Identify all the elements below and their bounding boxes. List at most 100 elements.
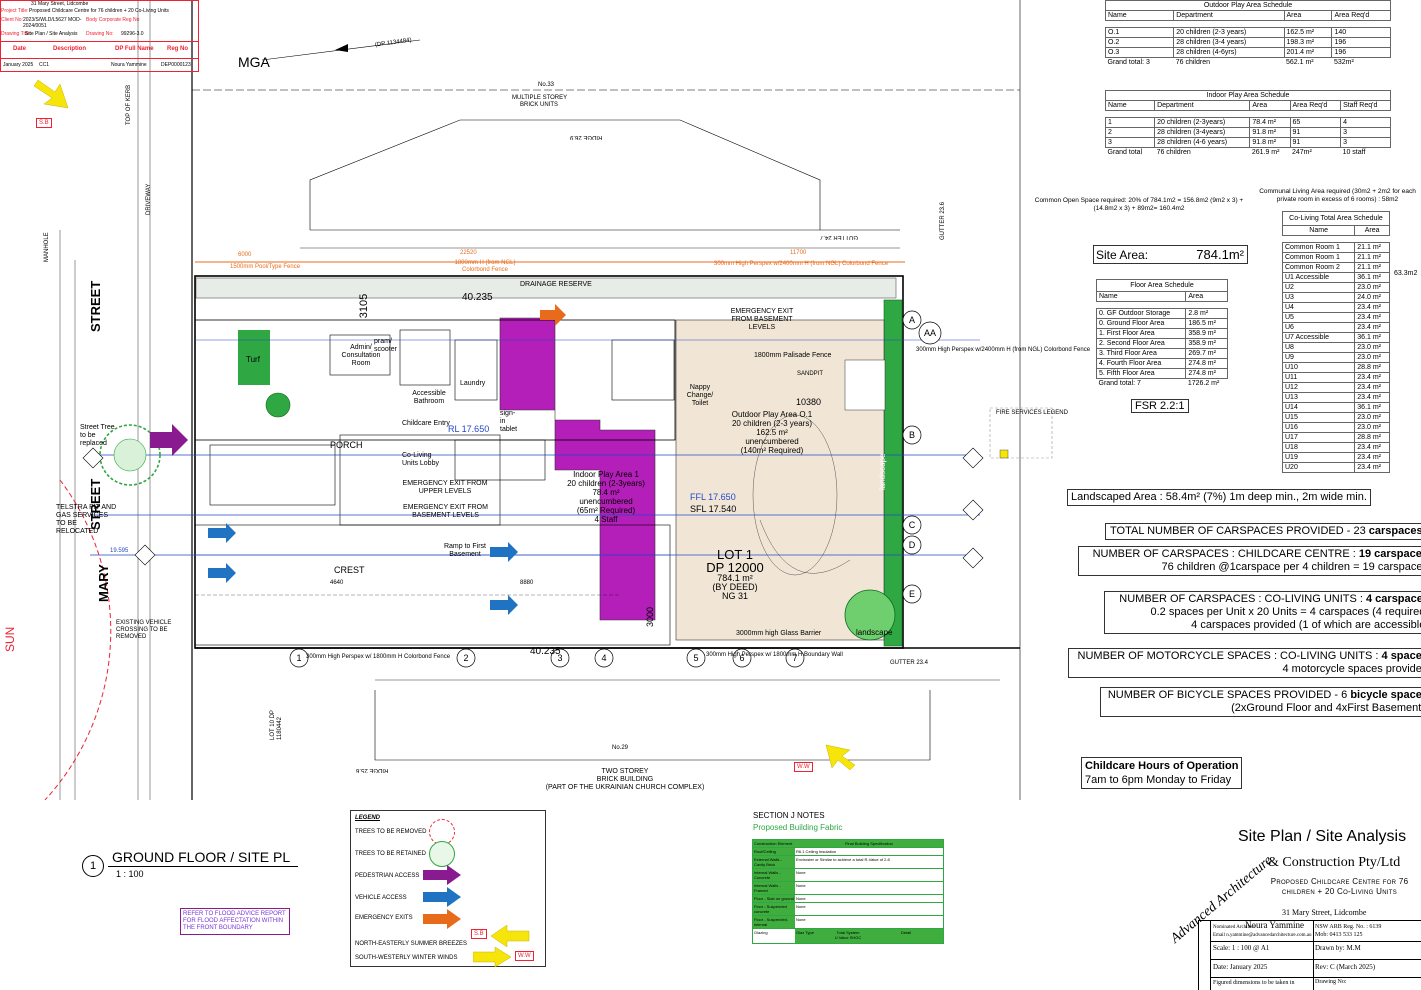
floor-total-cell: Grand total: 7 bbox=[1098, 380, 1141, 387]
mini-drawing-title: Site Plan / Site Analysis bbox=[25, 31, 78, 37]
dp-number: DP 12000 bbox=[706, 560, 764, 575]
indoor-cell: 91 bbox=[1289, 127, 1342, 138]
turf-label: Turf bbox=[246, 355, 260, 364]
coliving-cell: U1 Accessible bbox=[1281, 272, 1356, 283]
indoor-header-cell: Department bbox=[1154, 100, 1251, 111]
driveway-label: DRIVEWAY bbox=[146, 183, 152, 215]
legend-summer: NORTH-EASTERLY SUMMER BREEZES bbox=[355, 941, 468, 947]
sb-tag: S.B bbox=[471, 929, 487, 939]
coliving-cell: 36.1 m² bbox=[1354, 272, 1390, 283]
motorcycle-bold: 4 spaces bbox=[1381, 650, 1421, 662]
dim-40235-top: 40.235 bbox=[462, 292, 493, 303]
scale-label: Scale: 1 : 100 @ A1 bbox=[1213, 944, 1270, 952]
legend-box: LEGEND TREES TO BE REMOVED TREES TO BE R… bbox=[350, 810, 546, 967]
accessible-bathroom: Accessible Bathroom bbox=[412, 390, 446, 405]
sb-tag-top: S.B bbox=[36, 118, 52, 128]
floor-cell: 1. First Floor Area bbox=[1095, 328, 1187, 339]
fence-bottom-right: 300mm High Perspex w/ 1800mm H Boundary … bbox=[706, 652, 843, 658]
coliving-cell: 23.0 m² bbox=[1354, 412, 1390, 423]
coliving-cell: U3 bbox=[1281, 292, 1356, 303]
indoor-play-label: Indoor Play Area 1 20 children (2-3years… bbox=[566, 470, 646, 524]
sj-spec: R6.1 Ceiling Insulation bbox=[796, 849, 837, 854]
mini-h-reg: Reg No bbox=[167, 46, 188, 52]
coliving-cell: U13 bbox=[1281, 392, 1356, 403]
coliving-cell: Common Room 1 bbox=[1281, 242, 1356, 253]
ww-tag: W.W bbox=[515, 951, 534, 961]
carspaces-total: TOTAL NUMBER OF CARSPACES PROVIDED - 23 … bbox=[1105, 523, 1421, 540]
sj-element: Internal Walls - Concrete bbox=[753, 869, 795, 881]
outdoor-header-cell: Area bbox=[1283, 10, 1333, 21]
floor-cell: 358.9 m² bbox=[1185, 338, 1228, 349]
indoor-cell: 65 bbox=[1289, 117, 1342, 128]
arb-reg: NSW ARB Reg. No. : 6139 bbox=[1315, 924, 1382, 930]
indoor-header-cell: Area Req'd bbox=[1289, 100, 1342, 111]
bottom-neighbour-1: TWO STOREY bbox=[601, 768, 649, 775]
lot-number: LOT 1 bbox=[717, 547, 753, 562]
svg-text:1: 1 bbox=[296, 653, 301, 663]
coliving-cell: 36.1 m² bbox=[1354, 332, 1390, 343]
sj-element: Floor - Suspended, internal bbox=[753, 916, 795, 928]
coliving-schedule-title: Co-Living Total Area Schedule bbox=[1282, 211, 1390, 226]
drainage-label: DRAINAGE RESERVE bbox=[520, 281, 592, 288]
floor-header-cell: Name bbox=[1095, 291, 1187, 302]
outdoor-cell: 198.3 m² bbox=[1283, 37, 1333, 48]
coliving-cell: 21.1 m² bbox=[1354, 262, 1390, 273]
indoor-cell: 2 bbox=[1104, 127, 1156, 138]
indoor-cell: 78.4 m² bbox=[1249, 117, 1291, 128]
coliving-cell: 21.1 m² bbox=[1354, 252, 1390, 263]
pedestrian-arrow-icon bbox=[423, 865, 461, 885]
bicycle-line2: (2xGround Floor and 4xFirst Basement ) bbox=[1231, 702, 1421, 714]
admin-room: Admin/ Consultation Room bbox=[341, 344, 381, 367]
svg-text:7: 7 bbox=[792, 653, 797, 663]
mini-client-label: Client No: bbox=[1, 17, 23, 23]
indoor-cell: 20 children (2-3years) bbox=[1154, 117, 1251, 128]
ffl-label: FFL 17.650 bbox=[690, 492, 736, 502]
firm-project-1: Proposed Childcare Centre for 76 bbox=[1270, 877, 1409, 886]
sfl-label: SFL 17.540 bbox=[690, 504, 737, 514]
mini-client: 2023/S/WLD/L5627 MOD-2024/0051 bbox=[23, 17, 82, 29]
coliving-line2: 0.2 spaces per Unit x 20 Units = 4 carsp… bbox=[1150, 606, 1421, 618]
nappy-label: Nappy Change/ Toilet bbox=[686, 384, 714, 407]
legend-trees-retained: TREES TO BE RETAINED bbox=[355, 851, 427, 857]
outdoor-header-cell: Department bbox=[1173, 10, 1285, 21]
indoor-total-cell: 247m² bbox=[1292, 149, 1312, 156]
sj-element: Floor - Slab on ground bbox=[753, 895, 795, 902]
mini-h-desc: Description bbox=[53, 46, 87, 52]
sj-spec: None bbox=[796, 883, 806, 888]
legend-emergency: EMERGENCY EXITS bbox=[355, 915, 413, 921]
outdoor-cell: 20 children (2-3 years) bbox=[1173, 27, 1285, 38]
dim-10380: 10380 bbox=[796, 397, 822, 407]
indoor-cell: 91 bbox=[1289, 137, 1342, 148]
outdoor-total-cell: 532m² bbox=[1333, 59, 1354, 66]
site-area-box: Site Area: 784.1m² bbox=[1093, 245, 1248, 264]
legend-vehicle: VEHICLE ACCESS bbox=[355, 895, 407, 901]
outdoor-cell: 201.4 m² bbox=[1283, 47, 1333, 58]
bottom-neighbour: TWO STOREY BRICK BUILDING (PART OF THE U… bbox=[540, 768, 710, 792]
mini-drawing-no: 99296-3.0 bbox=[121, 31, 144, 37]
indoor-play-area: 78.4 m² unencumbered bbox=[579, 488, 633, 506]
indoor-play-staff: 4 Staff bbox=[594, 515, 618, 524]
carspaces-coliving: NUMBER OF CARSPACES : CO-LIVING UNITS : … bbox=[1104, 591, 1421, 634]
indoor-total-cell: 76 children bbox=[1156, 149, 1191, 156]
palisade-fence: 1800mm Palisade Fence bbox=[754, 352, 832, 359]
sj-element: Floor - Suspended concrete bbox=[753, 903, 795, 915]
floor-cell: 5. Fifth Floor Area bbox=[1095, 368, 1187, 379]
gutter-bottom: GUTTER 23.4 bbox=[890, 660, 929, 666]
indoor-total-cell: 10 staff bbox=[1342, 149, 1366, 156]
outdoor-play-children: 20 children (2-3 years) bbox=[731, 419, 813, 428]
mini-r-dp: Noura Yammine bbox=[111, 62, 147, 68]
emergency-exit-upper: EMERGENCY EXIT FROM UPPER LEVELS bbox=[402, 480, 488, 495]
street-label-1: STREET bbox=[88, 280, 103, 332]
carspaces-total-bold: carspaces bbox=[1368, 525, 1421, 537]
coliving-cell: U4 bbox=[1281, 302, 1356, 313]
